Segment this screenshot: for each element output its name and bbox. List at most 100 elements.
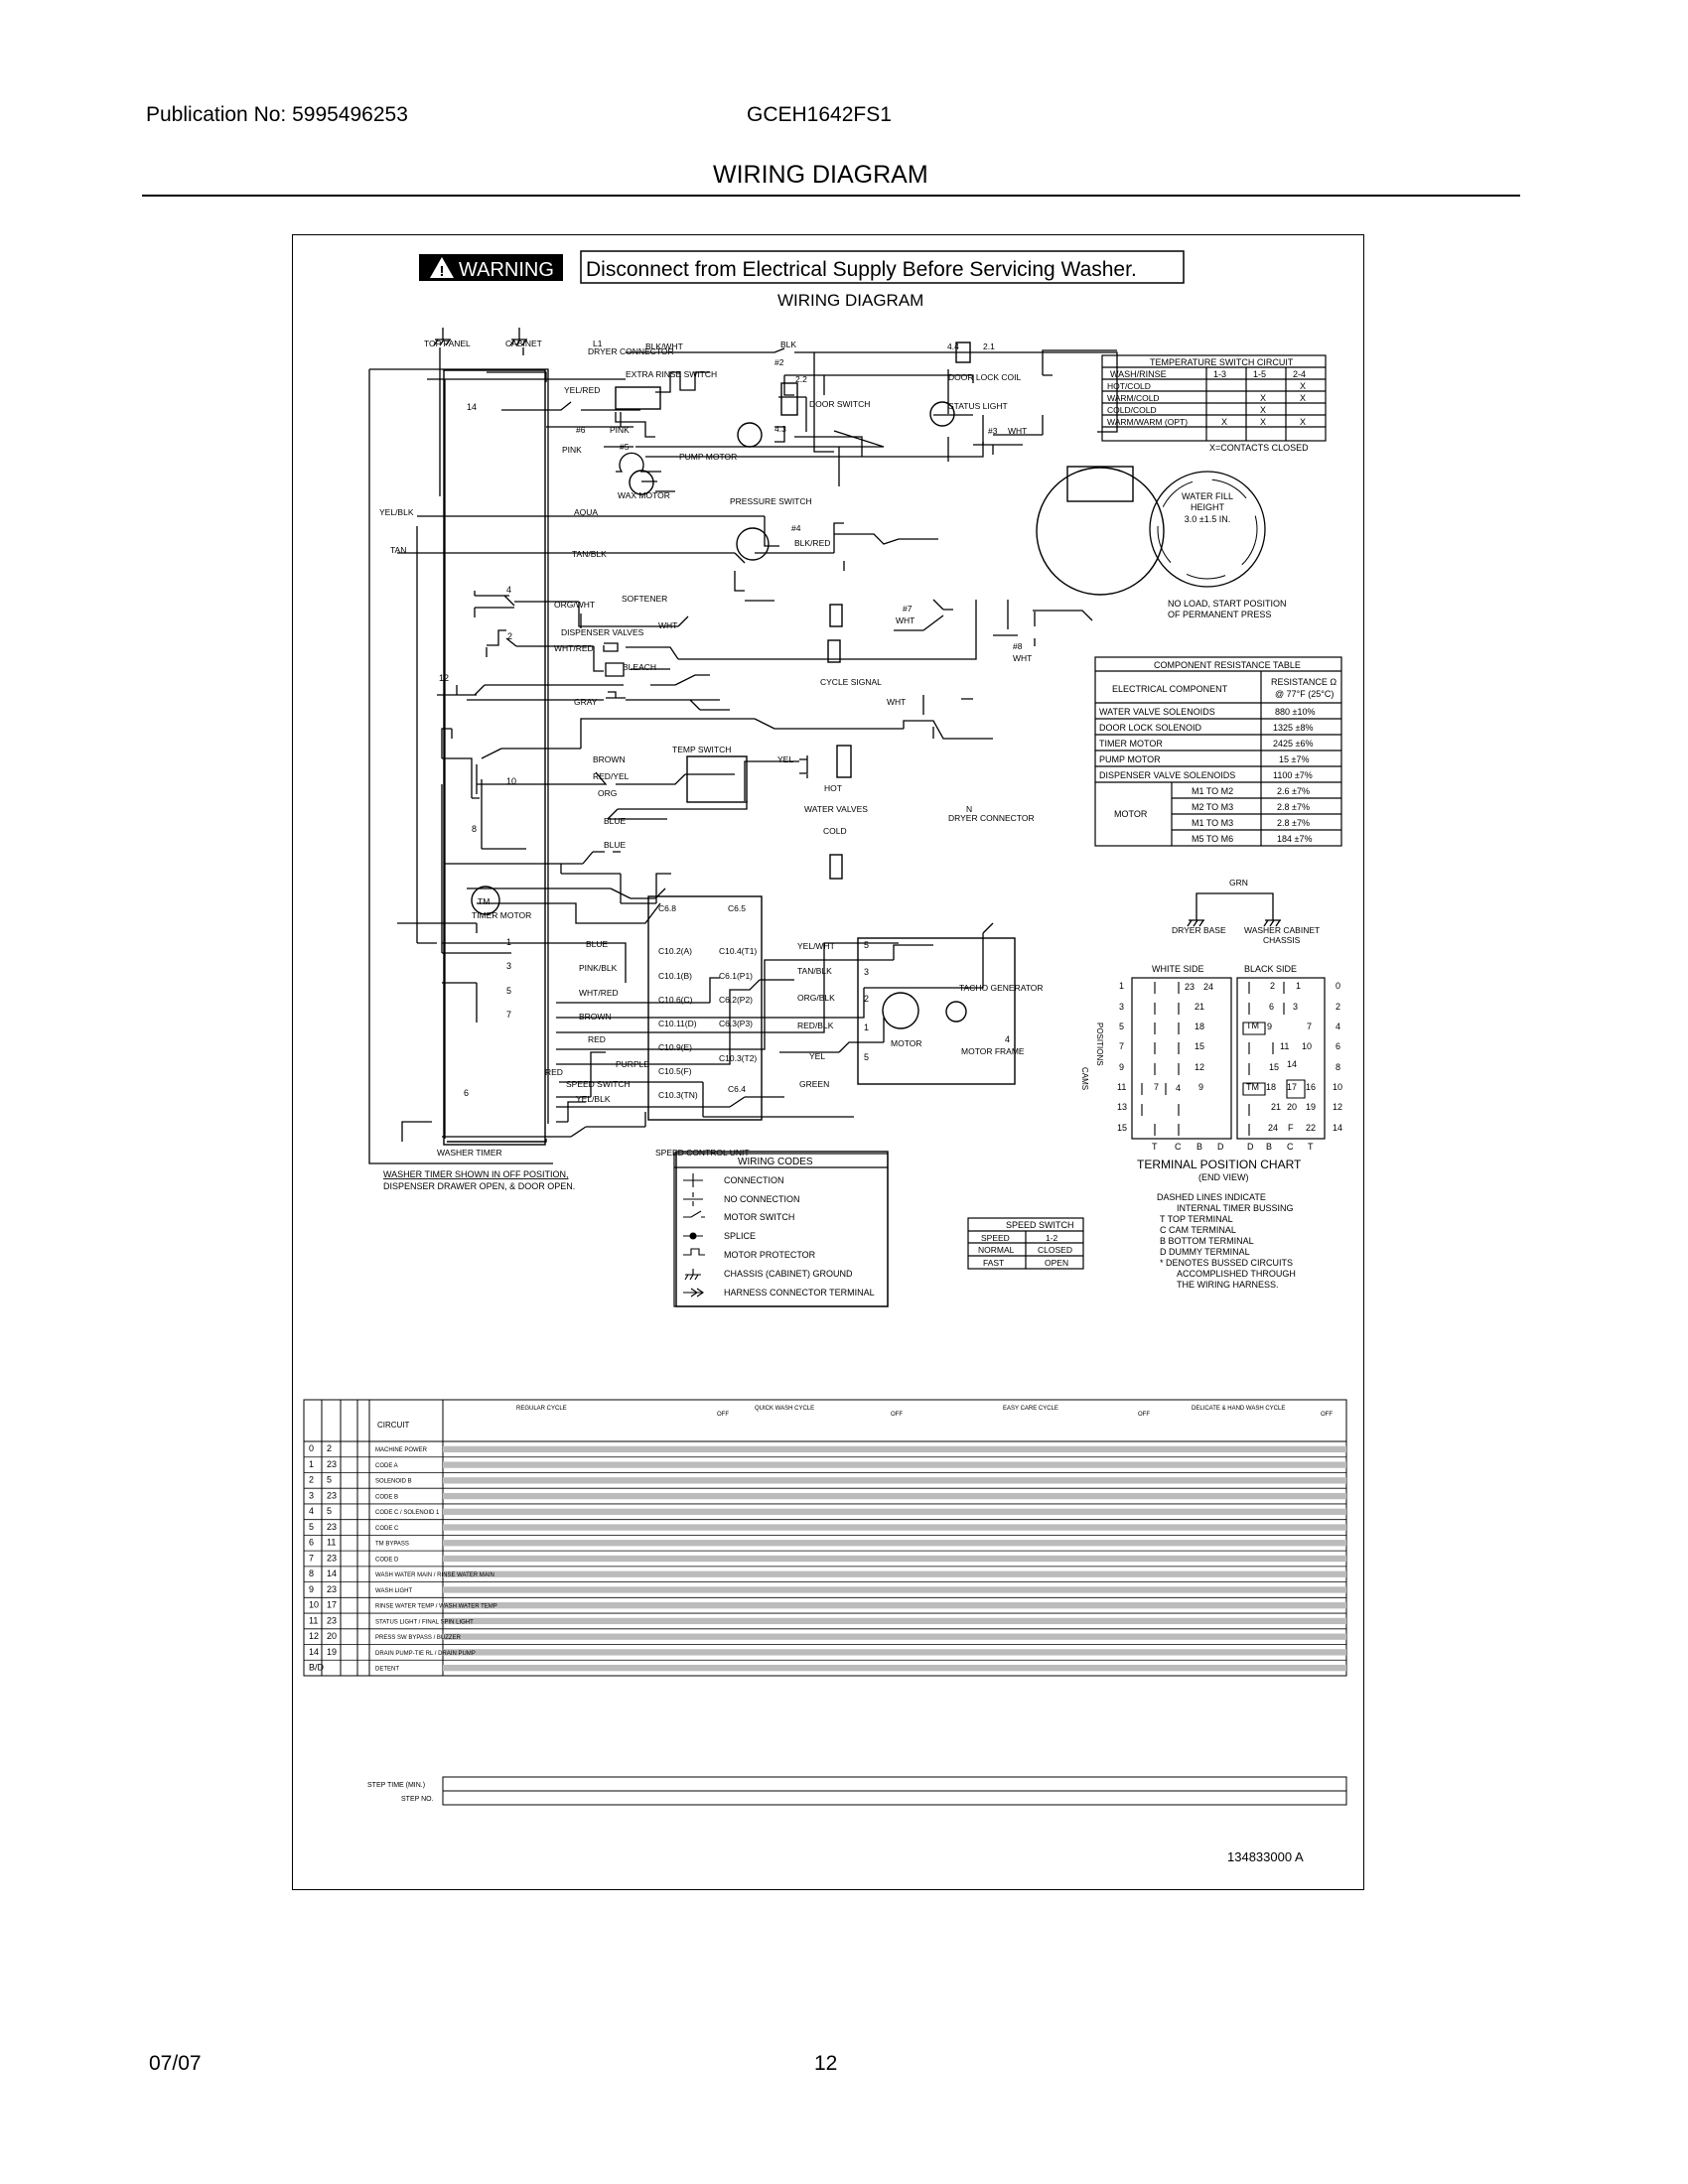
warning-label: WARNING [459, 259, 554, 281]
wire-blk-wht: BLK/WHT [645, 341, 683, 351]
svg-text:C10.9(E): C10.9(E) [658, 1042, 692, 1052]
svg-text:HARNESS CONNECTOR TERMINAL: HARNESS CONNECTOR TERMINAL [724, 1288, 875, 1297]
wire-aqua: AQUA [574, 507, 598, 517]
svg-text:C10.3(T2): C10.3(T2) [719, 1053, 757, 1063]
wire-purple: PURPLE [616, 1059, 649, 1069]
wire-yel-blk-2: YEL/BLK [576, 1094, 611, 1104]
svg-text:STEP TIME (MIN.): STEP TIME (MIN.) [367, 1782, 425, 1789]
model-number: GCEH1642FS1 [747, 103, 892, 126]
chart-row-band [443, 1540, 1346, 1547]
svg-text:20: 20 [1287, 1102, 1297, 1112]
water-valves-label: WATER VALVES [804, 804, 868, 814]
chart-row-label: 14 [327, 1569, 337, 1578]
terminal-position-chart: WHITE SIDE BLACK SIDE POSITIONS CAMS 1 3… [1080, 964, 1342, 1182]
wire-blue-3: BLUE [586, 939, 609, 949]
page-title: WIRING DIAGRAM [713, 161, 928, 189]
n-label: N [966, 804, 972, 814]
wire-tan-blk-2: TAN/BLK [797, 966, 832, 976]
svg-text:X: X [1300, 417, 1306, 427]
chart-row-label: 2 [309, 1475, 314, 1485]
svg-text:5: 5 [864, 940, 869, 950]
page-number: 12 [814, 2052, 838, 2075]
svg-text:TM: TM [1246, 1082, 1259, 1092]
svg-text:CONNECTION: CONNECTION [724, 1175, 784, 1185]
motor-frame-label: MOTOR FRAME [961, 1046, 1025, 1056]
svg-text:4: 4 [1336, 1022, 1340, 1031]
cold-label: COLD [823, 826, 847, 836]
svg-text:CHASSIS (CABINET) GROUND: CHASSIS (CABINET) GROUND [724, 1269, 853, 1279]
chart-row-label: TM BYPASS [375, 1542, 409, 1548]
chart-row-label: RINSE WATER TEMP / WASH WATER TEMP [375, 1604, 497, 1610]
svg-text:TM: TM [1246, 1021, 1259, 1030]
chart-row-band [443, 1508, 1346, 1515]
svg-text:2.8 ±7%: 2.8 ±7% [1277, 802, 1310, 812]
chart-row-label: 23 [327, 1522, 337, 1532]
svg-text:10: 10 [506, 776, 516, 786]
svg-text:M2 TO M3: M2 TO M3 [1192, 802, 1233, 812]
wire-blk-red: BLK/RED [794, 538, 830, 548]
svg-text:F: F [1288, 1123, 1294, 1133]
svg-text:X: X [1260, 417, 1266, 427]
svg-text:COLD/COLD: COLD/COLD [1107, 405, 1157, 415]
speed-switch-table: SPEED SWITCH SPEED 1-2 NORMAL CLOSED FAS… [967, 1217, 1084, 1270]
timer-note: WASHER TIMER SHOWN IN OFF POSITION, DISP… [383, 1169, 575, 1191]
svg-text:C CAM TERMINAL: C CAM TERMINAL [1160, 1225, 1236, 1235]
svg-text:TERMINAL POSITION CHART: TERMINAL POSITION CHART [1137, 1158, 1302, 1171]
svg-text:2.8 ±7%: 2.8 ±7% [1277, 818, 1310, 828]
wire-yel-blk-1: YEL/BLK [379, 507, 414, 517]
svg-text:9: 9 [1198, 1082, 1203, 1092]
wire-red-1: RED [588, 1034, 606, 1044]
svg-text:BLACK SIDE: BLACK SIDE [1244, 964, 1297, 974]
chart-row-label: CODE B [375, 1494, 398, 1500]
wiring-codes-legend: WIRING CODES CONNECTION NO CONNECTION MO… [673, 1153, 889, 1307]
chart-row-label: 7 [309, 1553, 314, 1563]
chart-row-label: 2 [327, 1443, 332, 1453]
svg-text:X=CONTACTS CLOSED: X=CONTACTS CLOSED [1209, 443, 1309, 453]
chart-row-label: CODE C / SOLENOID 1 [375, 1510, 440, 1516]
svg-text:WHITE SIDE: WHITE SIDE [1152, 964, 1204, 974]
chart-row-label: CODE D [375, 1557, 399, 1563]
svg-text:* DENOTES BUSSED CIRCUITS: * DENOTES BUSSED CIRCUITS [1160, 1258, 1293, 1268]
svg-text:D DUMMY TERMINAL: D DUMMY TERMINAL [1160, 1247, 1250, 1257]
motor-terminals: 5 3 2 1 5 4 [864, 940, 1010, 1062]
svg-text:5: 5 [864, 1052, 869, 1062]
svg-text:3: 3 [1119, 1002, 1124, 1012]
door-lock-coil-label: DOOR LOCK COIL [948, 372, 1021, 382]
svg-text:12: 12 [439, 673, 449, 683]
svg-text:CIRCUIT: CIRCUIT [377, 1421, 410, 1430]
svg-text:8: 8 [472, 824, 477, 834]
svg-text:1-5: 1-5 [1253, 369, 1266, 379]
svg-text:DISPENSER DRAWER OPEN, & DOOR: DISPENSER DRAWER OPEN, & DOOR OPEN. [383, 1181, 575, 1191]
svg-text:14: 14 [1333, 1123, 1342, 1133]
wire-gray: GRAY [574, 697, 598, 707]
chart-row-label: 5 [327, 1506, 332, 1516]
wire-yel-red-1: YEL/RED [564, 385, 600, 395]
svg-text:C10.5(F): C10.5(F) [658, 1066, 692, 1076]
top-panel-label: TOP PANEL [424, 339, 471, 348]
svg-text:15: 15 [1269, 1062, 1279, 1072]
chart-row-band [443, 1602, 1346, 1609]
chart-row-label: CODE A [375, 1463, 398, 1469]
svg-text:B BOTTOM TERMINAL: B BOTTOM TERMINAL [1160, 1236, 1254, 1246]
svg-text:FAST: FAST [983, 1258, 1004, 1268]
svg-text:24: 24 [1203, 982, 1213, 992]
chart-row-label: 20 [327, 1631, 337, 1641]
cycle-signal-label: CYCLE SIGNAL [820, 677, 882, 687]
svg-text:C10.6(C): C10.6(C) [658, 995, 693, 1005]
svg-text:WIRING CODES: WIRING CODES [738, 1157, 813, 1167]
dispenser-valves-label: DISPENSER VALVES [561, 627, 644, 637]
svg-text:4: 4 [1176, 1083, 1181, 1093]
chart-row-band [443, 1461, 1346, 1468]
chart-row-band [443, 1586, 1346, 1593]
wire-tan-blk: TAN/BLK [572, 549, 607, 559]
svg-text:C6.8: C6.8 [658, 903, 676, 913]
chart-row-label: 3 [309, 1490, 314, 1500]
tacho-generator-label: TACHO GENERATOR [959, 983, 1044, 993]
svg-text:4: 4 [1005, 1034, 1010, 1044]
junction-7: #7 [903, 604, 913, 614]
wire-wht-red-1: WHT/RED [554, 643, 594, 653]
chart-row-label: STATUS LIGHT / FINAL SPIN LIGHT [375, 1619, 474, 1625]
washer-timer-box [447, 1139, 547, 1143]
chart-row-label: 17 [327, 1600, 337, 1610]
svg-text:18: 18 [1195, 1022, 1204, 1031]
